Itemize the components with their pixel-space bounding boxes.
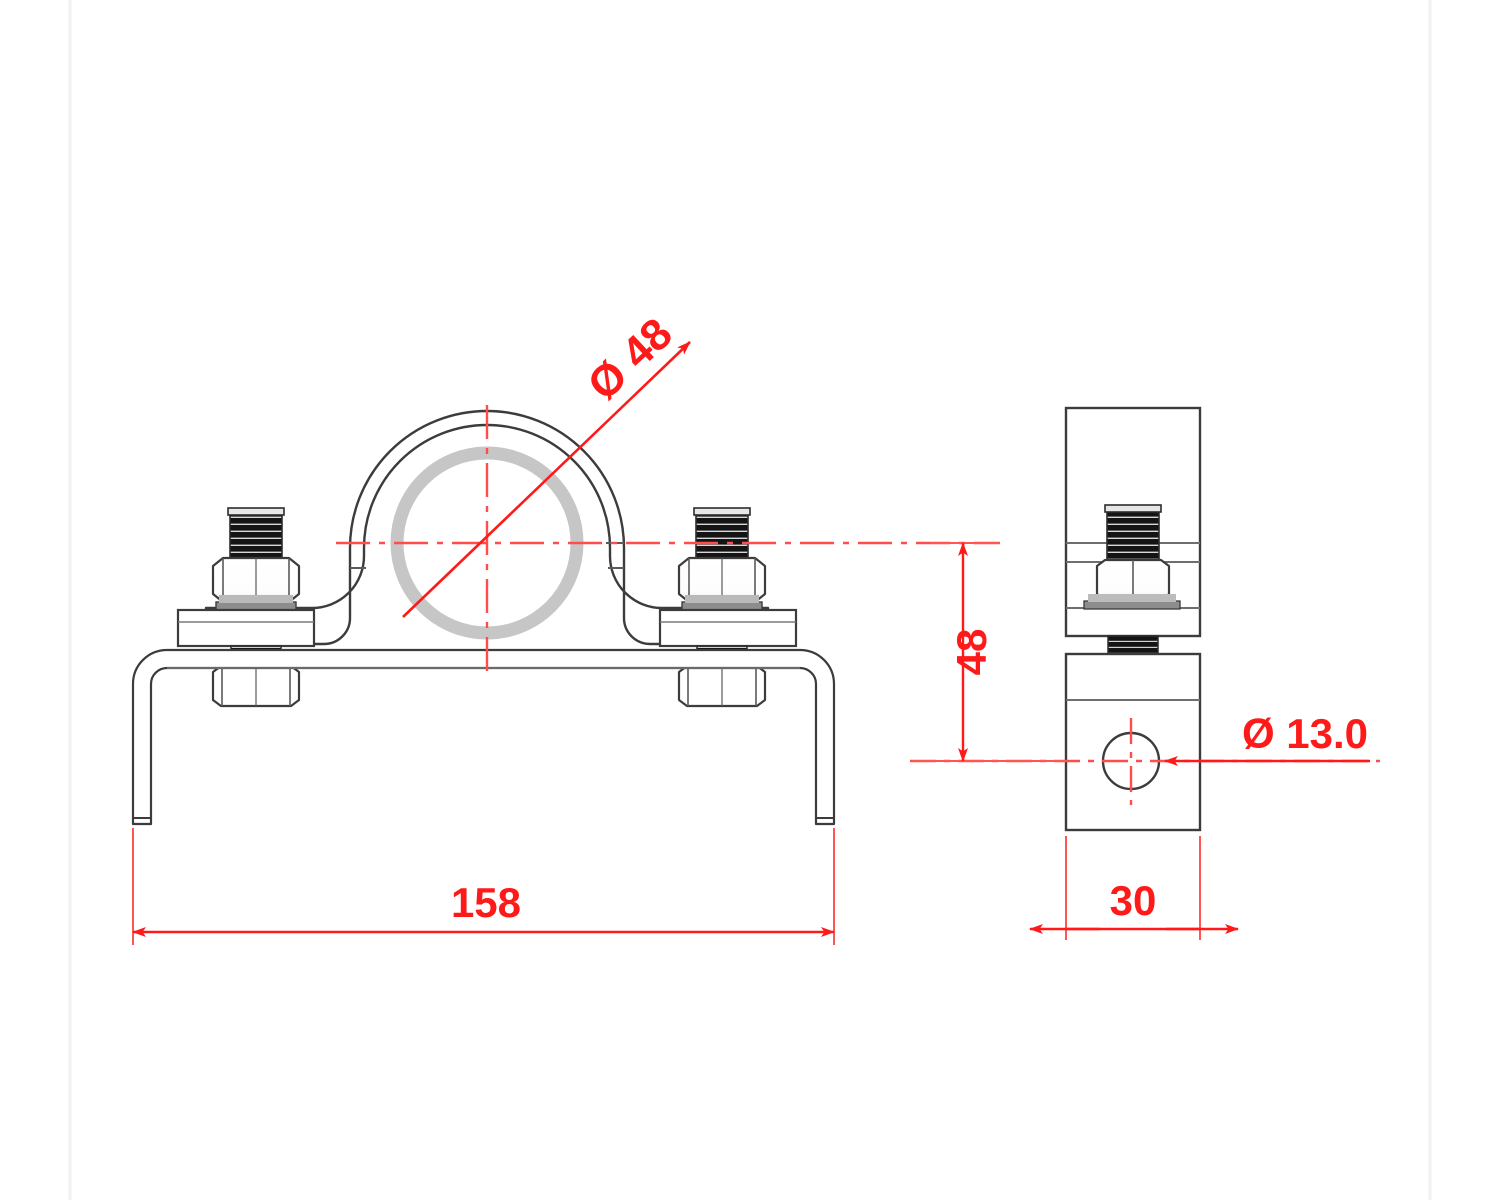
bracket-bar-inner-line <box>133 667 834 819</box>
bolt-left <box>227 507 285 566</box>
hex-nut-upper-right <box>677 556 767 611</box>
dimension-label-hole-diameter: Ø 13.0 <box>1242 710 1368 757</box>
dimension-label-pipe-diameter: Ø 48 <box>579 309 682 410</box>
dimension-clamp-height: 48 <box>912 542 1066 762</box>
dimension-side-width: 30 <box>1029 836 1239 940</box>
upper-plate-right <box>658 608 798 648</box>
dimension-hole-diameter: Ø 13.0 <box>1164 710 1370 766</box>
front-centerlines <box>336 405 1000 680</box>
bolt-stem <box>1104 504 1162 563</box>
front-elevation-view: Ø 48 158 <box>131 309 1000 945</box>
upper-plate-left <box>176 608 316 648</box>
bolt-right <box>693 507 751 566</box>
side-elevation-view: 48 Ø 13.0 30 <box>910 406 1380 940</box>
washer-plate <box>1083 594 1181 610</box>
hex-nut-lower-right <box>677 664 767 708</box>
hex-nut-upper-left <box>211 556 301 611</box>
hex-nut-lower-left <box>211 664 301 708</box>
dimension-overall-width: 158 <box>132 828 835 945</box>
dimension-label-side-width: 30 <box>1110 877 1157 924</box>
sheet-border <box>68 0 1432 1200</box>
dimension-label-clamp-height: 48 <box>948 629 995 676</box>
dimension-label-overall-width: 158 <box>451 879 521 926</box>
